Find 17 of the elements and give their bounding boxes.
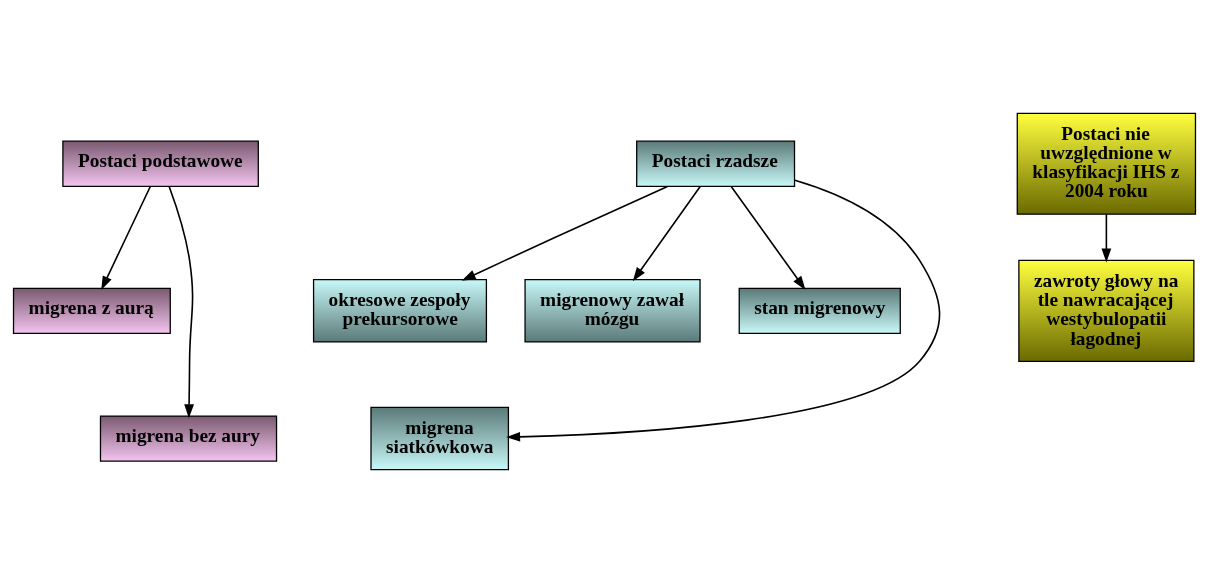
- node-box: migrena bez aury: [99, 414, 278, 462]
- node-box: zawroty głowy na tle nawracającej westybulopatii łagodnej: [1018, 259, 1195, 362]
- arrow: [101, 185, 152, 290]
- arrow: [632, 185, 701, 281]
- arrow: [461, 185, 669, 281]
- node-box: Postaci podstawowe: [62, 140, 259, 187]
- node-box: stan migrenowy: [738, 287, 901, 334]
- node-box: Postaci nie uwzględnione w klasyfikacji IHS z 2004 roku: [1016, 112, 1197, 215]
- arrow: [1101, 213, 1112, 262]
- arrow: [168, 185, 194, 418]
- node-box: migrena z aurą: [12, 287, 171, 334]
- node-box: migrena siatkówkowa: [370, 406, 510, 470]
- node-box: okresowe zespoły prekursorowe: [312, 278, 488, 343]
- arrow: [506, 178, 941, 442]
- arrow: [730, 185, 806, 290]
- node-box: migrenowy zawał mózgu: [524, 278, 701, 343]
- node-box: Postaci rzadsze: [636, 140, 796, 187]
